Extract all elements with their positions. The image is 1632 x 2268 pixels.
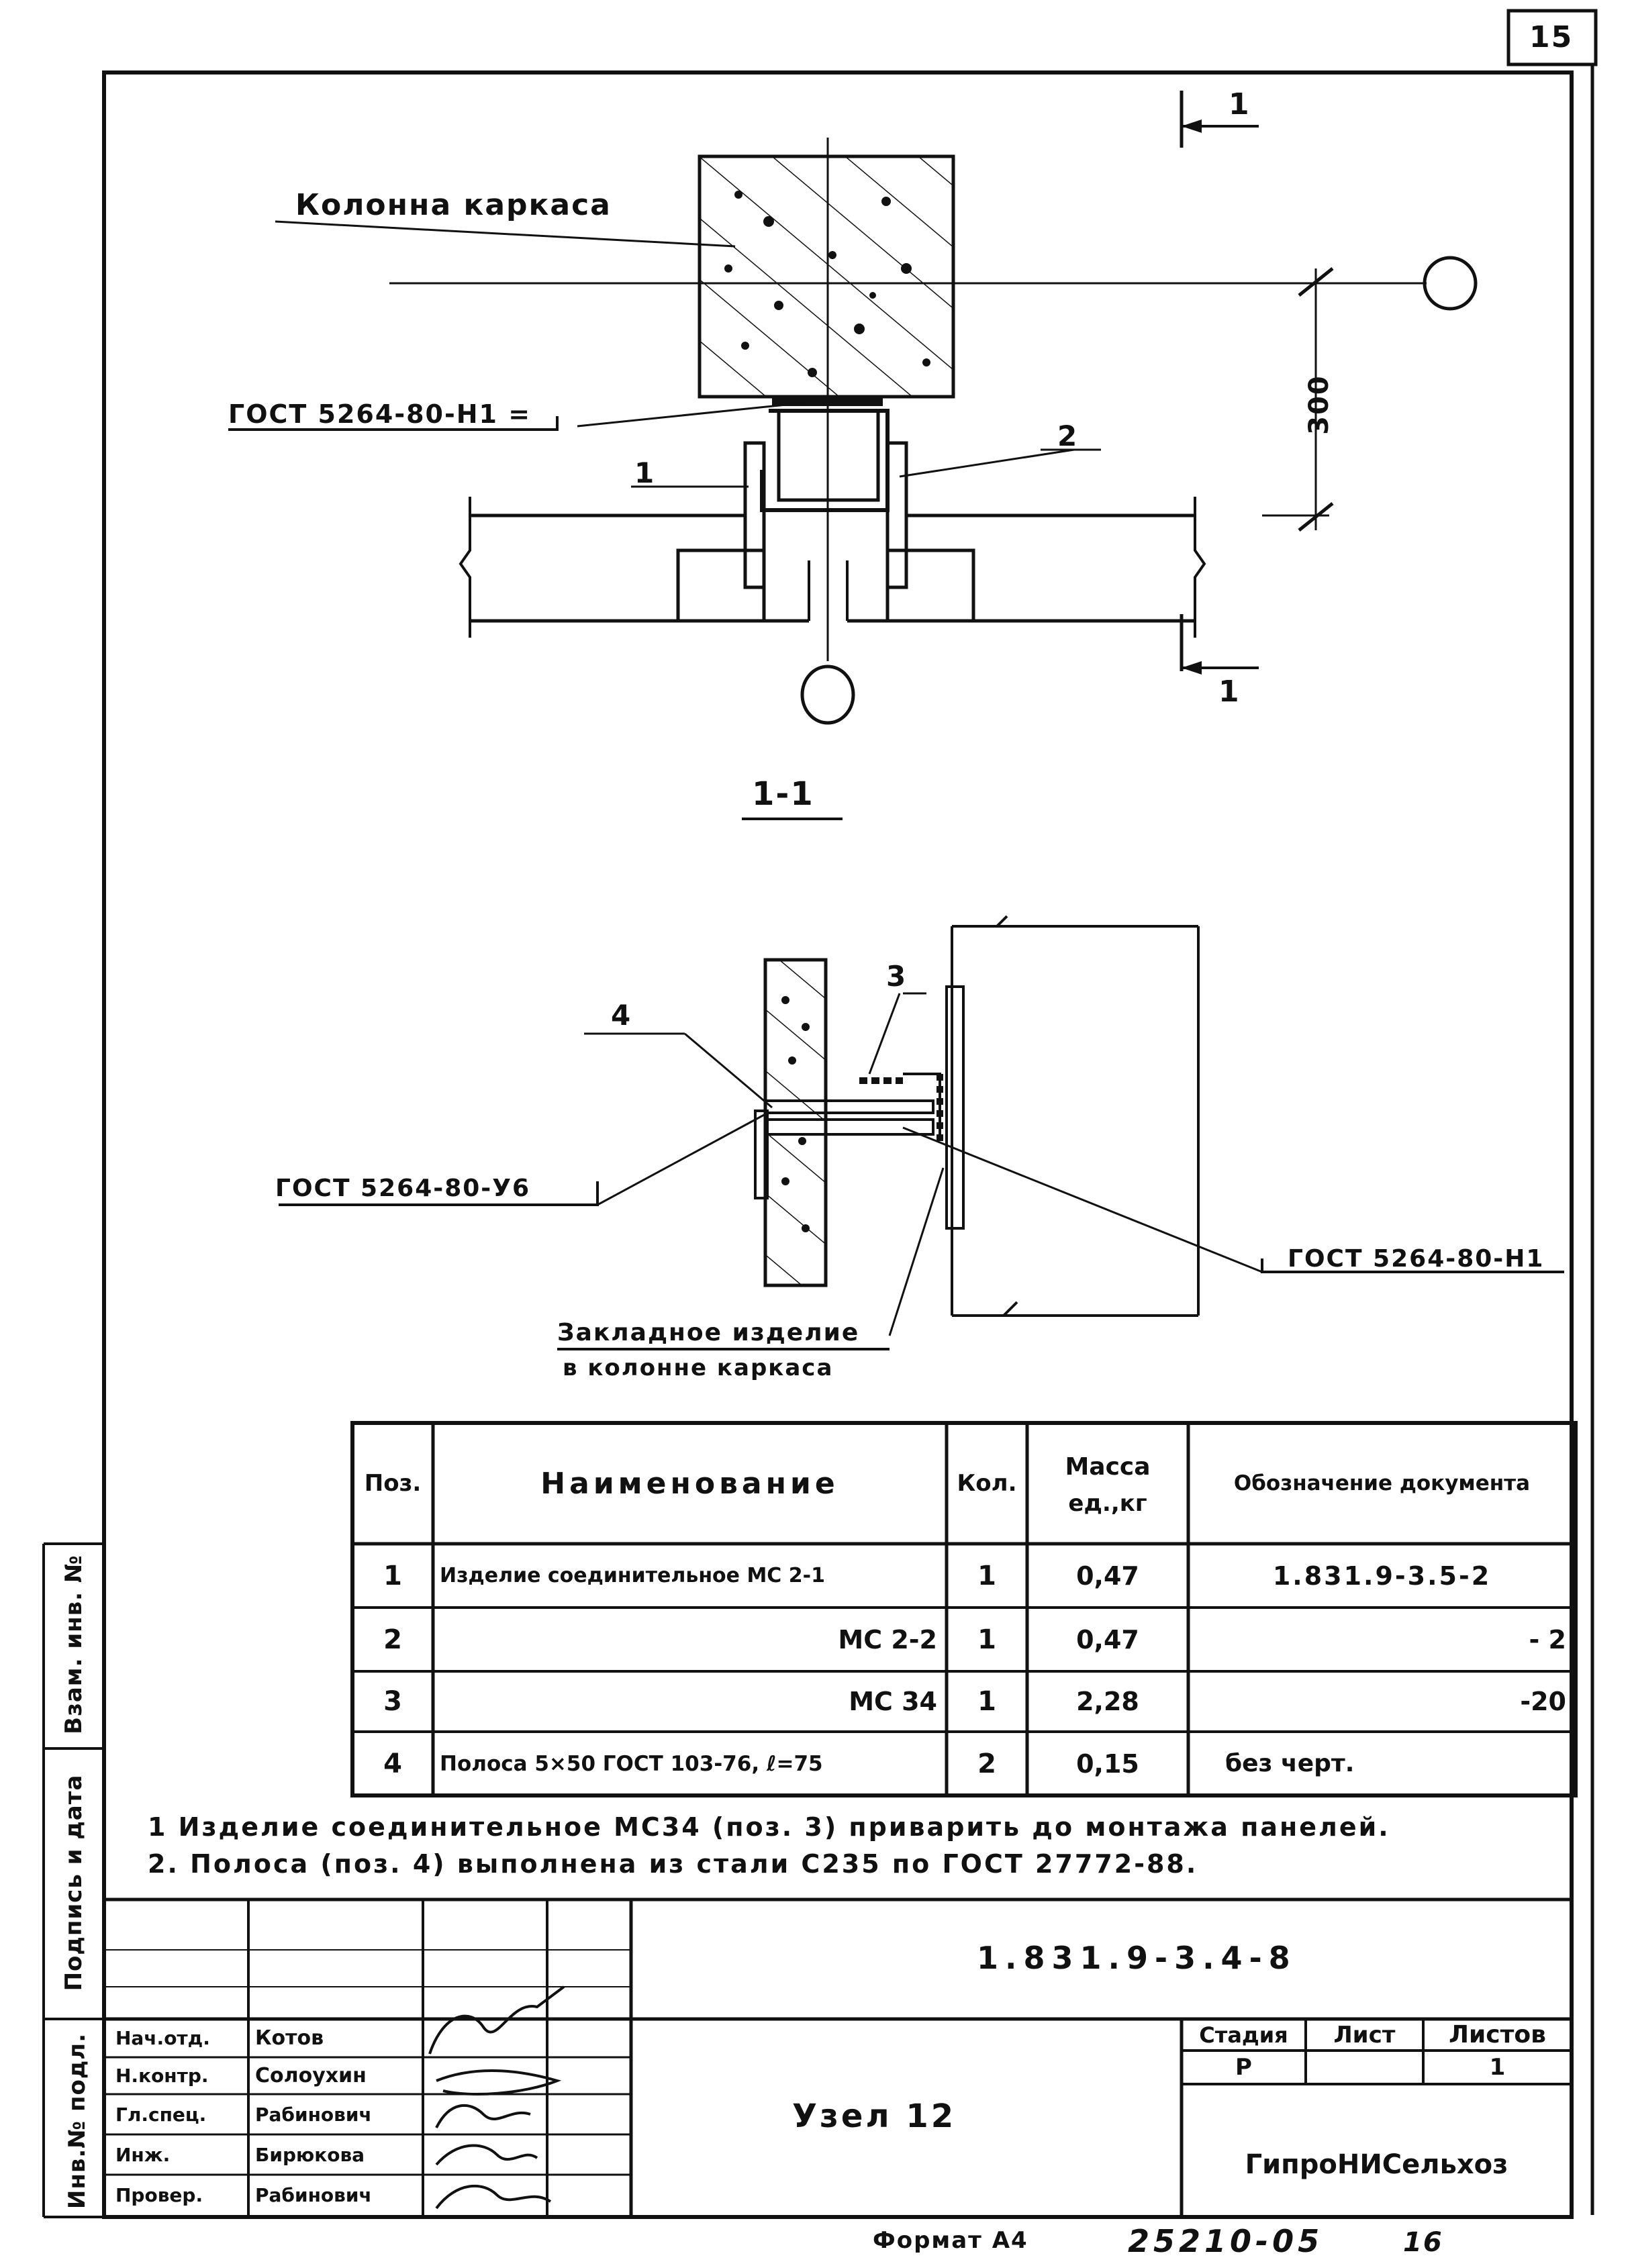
footer-extra: 16 [1403, 2227, 1443, 2258]
header-pos: Поз. [364, 1470, 422, 1497]
row-4-mass: 0,15 [1076, 1748, 1139, 1779]
role-2: Н.контр. [115, 2065, 209, 2087]
row-1-qty: 1 [977, 1560, 996, 1591]
note-2: 2. Полоса (поз. 4) выполнена из стали С2… [148, 1849, 1198, 1879]
person-5: Рабинович [255, 2183, 372, 2206]
position-2-label: 2 [1057, 420, 1079, 452]
signature-birukova [435, 2144, 538, 2166]
row-4-pos: 4 [383, 1748, 402, 1779]
row-4-name: Полоса 5×50 ГОСТ 103-76, ℓ=75 [440, 1751, 823, 1776]
header-doc: Обозначение документа [1233, 1471, 1531, 1495]
section-cut-mark-top: 1 [1229, 87, 1251, 121]
title-block-grid [42, 1542, 1572, 2218]
section-cut-mark-bottom: 1 [1218, 675, 1241, 709]
row-4-qty: 2 [977, 1748, 996, 1779]
signature-rabinovich [435, 2104, 531, 2128]
drawing-title: Узел 12 [792, 2098, 957, 2135]
header-mass-2: ед.,кг [1068, 1490, 1147, 1517]
role-5: Провер. [115, 2183, 203, 2206]
row-2-mass: 0,47 [1076, 1624, 1139, 1655]
stamp-podpis-data: Подпись и дата [60, 1774, 87, 1991]
row-2-qty: 1 [977, 1624, 996, 1655]
sheet-frame [102, 70, 1574, 2219]
row-1-pos: 1 [383, 1560, 402, 1591]
row-1-doc: 1.831.9-3.5-2 [1272, 1561, 1492, 1591]
sheet-number-box [1506, 9, 1598, 66]
sheets-header: Листов [1449, 2021, 1546, 2049]
stamp-vzam-inv: Взам. инв. № [60, 1555, 87, 1734]
row-3-pos: 3 [383, 1686, 402, 1717]
row-3-name: МС 34 [849, 1687, 937, 1716]
role-1: Нач.отд. [115, 2027, 210, 2049]
row-2-name: МС 2-2 [838, 1624, 937, 1655]
header-mass-1: Масса [1065, 1452, 1151, 1481]
dimension-300: 300 [1303, 375, 1335, 435]
position-4-label: 4 [611, 999, 632, 1032]
weld-label-right: ГОСТ 5264-80-Н1 [1288, 1245, 1545, 1273]
person-4: Бирюкова [255, 2143, 365, 2166]
header-name: Наименование [540, 1466, 839, 1501]
row-3-mass: 2,28 [1076, 1687, 1139, 1716]
signature-kotov [428, 1985, 565, 2055]
embedded-item-label: Закладное изделие [557, 1319, 860, 1346]
header-qty: Кол. [957, 1470, 1017, 1497]
stage-header: Стадия [1199, 2022, 1288, 2048]
section-1-1-view [279, 915, 1564, 1350]
row-3-qty: 1 [977, 1686, 996, 1717]
row-3-doc: -20 [1520, 1687, 1566, 1716]
position-3-label: 3 [886, 960, 908, 993]
footer-format: Формат А4 [873, 2227, 1028, 2254]
column-label: Колонна каркаса [295, 188, 612, 222]
axis-bubble-bottom [800, 664, 855, 725]
signatures [428, 1985, 565, 2210]
column-plan-view [228, 91, 1478, 820]
weld-label-top: ГОСТ 5264-80-Н1 = [228, 399, 532, 429]
position-1-label: 1 [634, 456, 656, 489]
organization-name: ГипроНИСельхоз [1245, 2149, 1508, 2180]
signature-solouhin [436, 2069, 562, 2096]
row-2-doc: - 2 [1529, 1624, 1566, 1655]
embedded-item-label-2: в колонне каркаса [563, 1354, 834, 1381]
spec-table-grid [350, 1421, 1578, 1797]
sheet-number: 15 [1529, 20, 1574, 54]
footer-number: 25210-05 [1128, 2223, 1324, 2259]
sheet-header: Лист [1333, 2021, 1396, 2049]
person-3: Рабинович [255, 2103, 372, 2126]
role-4: Инж. [115, 2143, 171, 2166]
axis-bubble-right [1423, 256, 1478, 311]
stage-value: Р [1235, 2054, 1252, 2081]
document-code: 1.831.9-3.4-8 [977, 1940, 1297, 1976]
section-wall-panel [763, 958, 828, 1287]
row-2-pos: 2 [383, 1624, 402, 1655]
row-1-name: Изделие соединительное МС 2-1 [440, 1564, 825, 1587]
weld-label-left: ГОСТ 5264-80-У6 [275, 1175, 531, 1202]
role-3: Гл.спец. [115, 2103, 207, 2126]
stamp-inv-podl: Инв.№ подл. [64, 2032, 91, 2210]
note-1: 1 Изделие соединительное МС34 (поз. 3) п… [148, 1812, 1390, 1842]
section-title: 1-1 [752, 775, 814, 813]
person-2: Солоухин [255, 2064, 367, 2087]
person-1: Котов [255, 2026, 324, 2050]
signature-rabinovich-2 [435, 2185, 552, 2210]
row-1-mass: 0,47 [1076, 1561, 1139, 1591]
row-4-doc: без черт. [1225, 1750, 1355, 1777]
sheets-value: 1 [1489, 2054, 1506, 2081]
